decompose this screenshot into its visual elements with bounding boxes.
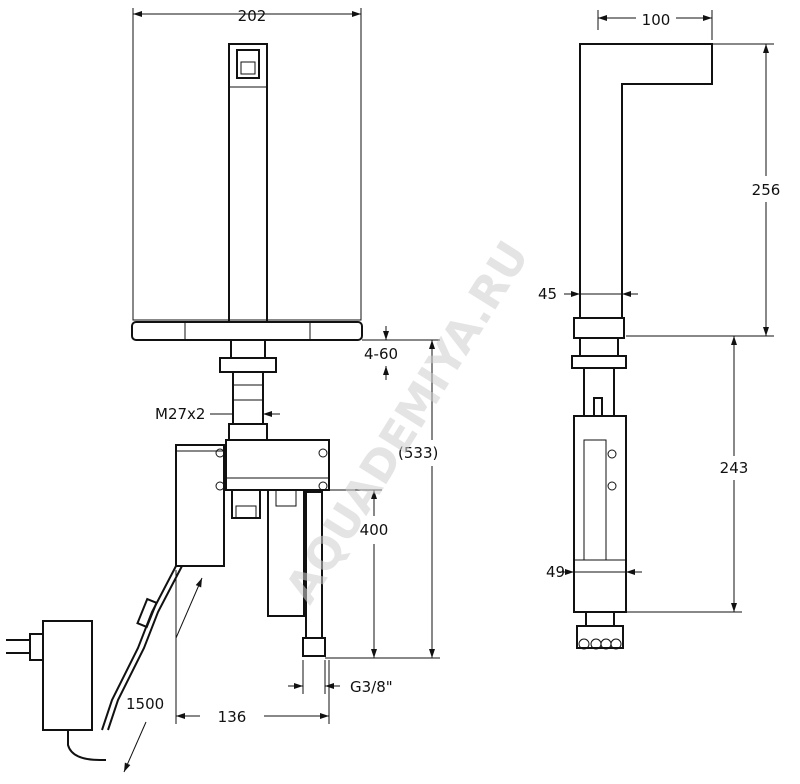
side-threaded-shank <box>583 367 615 417</box>
front-shank-upper <box>230 339 266 359</box>
front-cable-connector <box>136 597 158 629</box>
label-connection: G3/8" <box>350 678 393 696</box>
label-thread: M27x2 <box>155 405 205 423</box>
label-front-width: 202 <box>238 7 267 25</box>
watermark: AQUADEMIYA.RU <box>276 233 539 612</box>
label-side-lower-height: 243 <box>720 459 749 477</box>
front-nut <box>219 357 277 373</box>
front-hose-connector <box>302 637 326 657</box>
adapter-cable <box>67 730 106 761</box>
front-deck-plate <box>131 321 363 341</box>
side-lower-fitting <box>585 611 615 627</box>
side-control-box <box>573 415 627 613</box>
front-threaded-shank <box>232 371 264 425</box>
side-shank <box>579 337 619 357</box>
label-spout-depth: 45 <box>538 285 557 303</box>
front-bracket-box <box>175 444 225 567</box>
label-cable-length: 1500 <box>126 695 164 713</box>
label-side-box: 49 <box>546 563 565 581</box>
label-lower-height: 400 <box>360 521 389 539</box>
power-plug <box>29 633 44 661</box>
side-view <box>571 43 713 650</box>
side-spout-base <box>573 317 625 339</box>
label-box-offset: 136 <box>218 708 247 726</box>
front-lock-nut <box>228 423 268 441</box>
dimension-lines <box>123 8 774 773</box>
front-view <box>6 13 363 761</box>
front-control-box <box>225 439 330 491</box>
label-spout-height: 256 <box>752 181 781 199</box>
side-spout <box>579 43 713 319</box>
label-total-height: (533) <box>398 444 438 462</box>
side-connector-cluster <box>576 625 624 649</box>
front-cable <box>101 565 177 731</box>
front-spout-column <box>228 43 268 323</box>
front-plate-outline <box>132 13 362 321</box>
label-side-width: 100 <box>642 11 671 29</box>
label-deck-thickness: 4-60 <box>364 345 398 363</box>
front-spout-outlet <box>236 49 260 79</box>
power-adapter <box>42 620 93 731</box>
dimension-labels: 202 100 256 4-60 M27x2 (533) 243 400 45 … <box>126 7 780 726</box>
side-nut <box>571 355 627 369</box>
